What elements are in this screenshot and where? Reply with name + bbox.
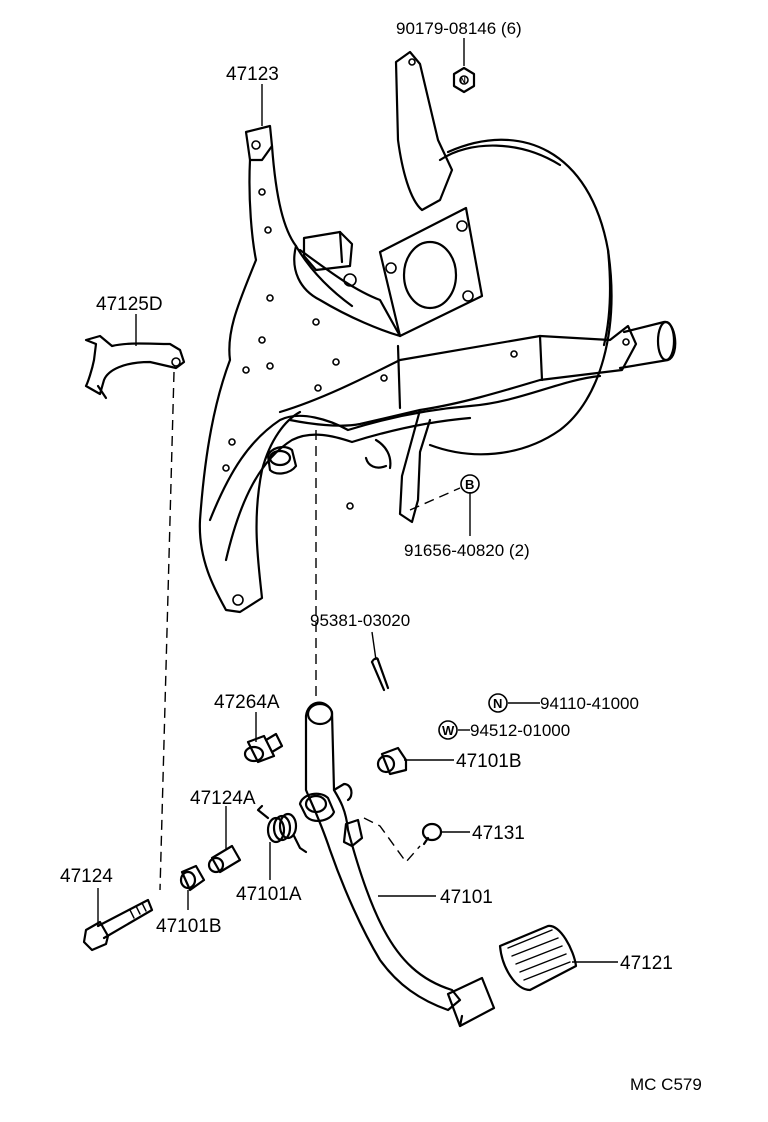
- collar-47124A: [207, 844, 242, 874]
- bracket-47125D: [84, 334, 186, 400]
- label-95381: 95381-03020: [310, 611, 410, 630]
- circle-w-letter: W: [442, 723, 455, 738]
- circle-n: [488, 693, 508, 713]
- label-47101B-top: 47101B: [456, 751, 522, 772]
- circled-letters: B N W: [438, 474, 508, 740]
- label-91656: 91656-40820 (2): [404, 541, 530, 560]
- circle-w: [438, 720, 458, 740]
- label-94110: 94110-41000: [540, 694, 639, 713]
- pedal-support-bracket: [198, 50, 638, 614]
- circle-b-letter: B: [465, 477, 474, 492]
- clevis-pin-95381: [370, 657, 390, 692]
- label-47101B-bottom: 47101B: [156, 916, 222, 937]
- stopper-47131: [421, 822, 443, 846]
- pin-47264A: [243, 732, 284, 764]
- bushing-47101B-bottom: [179, 864, 206, 892]
- label-47124A: 47124A: [190, 788, 256, 809]
- label-94512: 94512-01000: [470, 721, 570, 740]
- nut-90179: N: [452, 66, 476, 94]
- label-47101A: 47101A: [236, 884, 302, 905]
- diagram-code: MC C579: [630, 1075, 702, 1094]
- label-47124: 47124: [60, 866, 113, 887]
- label-90179: 90179-08146 (6): [396, 19, 522, 38]
- label-47125D: 47125D: [96, 294, 163, 315]
- leader-lines: [97, 38, 618, 963]
- spring-47101A: [256, 804, 308, 854]
- brake-booster: [428, 138, 677, 456]
- part-labels: 90179-08146 (6) 47123 47125D 91656-40820…: [60, 19, 673, 974]
- circle-n-letter: N: [493, 696, 502, 711]
- bolt-47124: [82, 898, 154, 952]
- pedal-pad: [498, 924, 578, 992]
- svg-text:N: N: [460, 76, 466, 85]
- label-47131: 47131: [472, 823, 525, 844]
- label-47101: 47101: [440, 887, 493, 908]
- circle-b: [460, 474, 480, 494]
- assembly-lines: [159, 371, 461, 891]
- label-47264A: 47264A: [214, 692, 280, 713]
- label-47121: 47121: [620, 953, 673, 974]
- bushing-47101B-top: [376, 746, 408, 776]
- brake-pedal-lever: [298, 701, 496, 1028]
- label-47123: 47123: [226, 64, 279, 85]
